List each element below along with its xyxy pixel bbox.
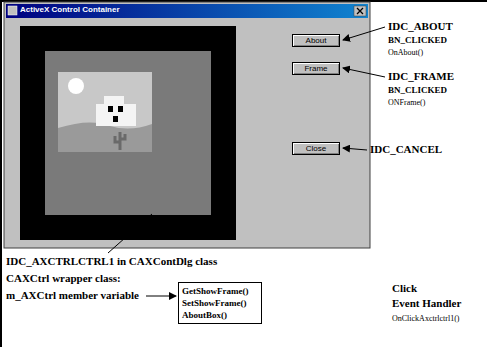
method-list-box: GetShowFrame()SetShowFrame()AboutBox() xyxy=(178,282,262,324)
method-name: AboutBox() xyxy=(182,309,258,321)
window-icon xyxy=(8,6,17,15)
building xyxy=(96,96,136,126)
button-caption: About xyxy=(306,36,327,45)
message-name: BN_CLICKED xyxy=(388,85,447,96)
leader-line xyxy=(108,214,152,253)
dialog-window: ActiveX Control ContainerAboutFrameClose xyxy=(4,2,370,248)
control-id: IDC_FRAME xyxy=(388,70,454,83)
button-caption: Close xyxy=(306,144,326,153)
handler-name: OnClickAxctrlctrl1() xyxy=(392,314,460,324)
control-id: IDC_CANCEL xyxy=(370,143,442,156)
method-name: GetShowFrame() xyxy=(182,285,258,297)
button-caption: Frame xyxy=(304,64,327,73)
leader-line xyxy=(146,296,176,297)
dialog-frame xyxy=(4,2,370,248)
class-note: CAXCtrl wrapper class: xyxy=(6,272,121,285)
leader-line xyxy=(343,68,385,77)
window xyxy=(118,106,123,112)
picture-sky xyxy=(58,72,152,152)
method-name: SetShowFrame() xyxy=(182,297,258,309)
window-title: ActiveX Control Container xyxy=(20,5,120,15)
title-bar xyxy=(6,4,368,18)
sun xyxy=(68,78,84,94)
control-id: IDC_ABOUT xyxy=(388,20,453,33)
window xyxy=(113,116,118,122)
handler-name: OnAbout() xyxy=(388,48,423,58)
leader-line xyxy=(343,27,385,40)
control-frame xyxy=(20,26,236,240)
message-name: BN_CLICKED xyxy=(388,35,447,46)
event-note: Event Handler xyxy=(392,297,461,310)
cactus xyxy=(115,132,125,150)
push-button: Close xyxy=(292,142,340,155)
push-button: Frame xyxy=(292,62,340,75)
close-box xyxy=(354,6,366,16)
member-note: m_AXCtrl member variable xyxy=(6,289,139,302)
close-x xyxy=(357,8,363,14)
control-ground xyxy=(45,51,211,215)
leader-line xyxy=(343,148,367,150)
push-button: About xyxy=(292,34,340,47)
picture-ground xyxy=(58,122,152,152)
event-note: Click xyxy=(392,282,417,295)
handler-name: ONFrame() xyxy=(388,98,425,108)
window xyxy=(108,106,113,112)
control-id: IDC_AXCTRLCTRL1 in CAXContDlg class xyxy=(6,255,217,268)
